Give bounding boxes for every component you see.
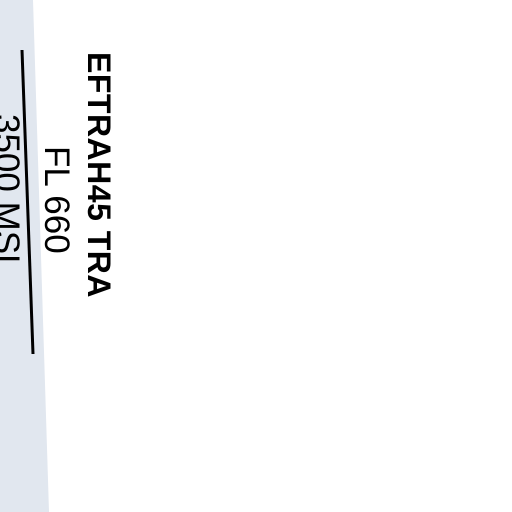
adjacent-airspace-area xyxy=(0,0,49,512)
airspace-limit-divider xyxy=(20,49,35,355)
airspace-upper-limit: FL 660 xyxy=(37,146,76,254)
airspace-lower-limit: 3500 MSL xyxy=(0,114,26,274)
airspace-name-label: EFTRAH45 TRA xyxy=(81,52,117,299)
